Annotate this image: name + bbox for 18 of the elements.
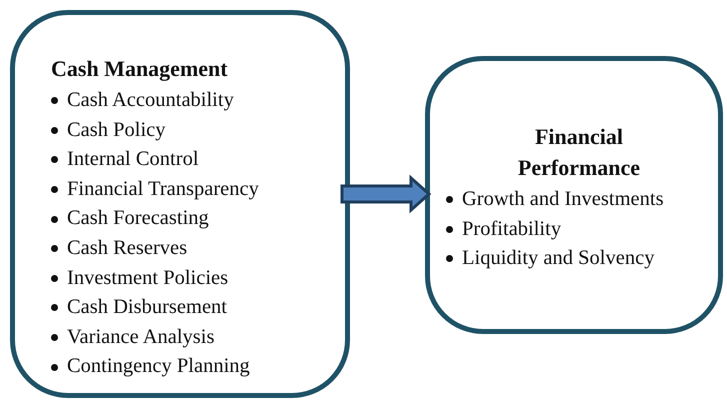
box-heading: Cash Management xyxy=(51,55,229,83)
box-heading: Financial Performance xyxy=(516,123,642,182)
list-item-text: Contingency Planning xyxy=(67,354,250,380)
list-item-text: Profitability xyxy=(462,216,562,242)
list-item-text: Cash Policy xyxy=(67,118,166,143)
list-item-text: Internal Control xyxy=(67,147,199,172)
block-arrow xyxy=(340,174,432,214)
list-item-text: Liquidity and Solvency xyxy=(462,246,654,272)
rounded-box xyxy=(425,56,723,334)
list-item-text: Cash Accountability xyxy=(67,88,234,113)
rounded-box xyxy=(10,10,350,398)
list-item-text: Financial Transparency xyxy=(67,176,259,202)
list-item-text: Growth and Investments xyxy=(462,187,664,212)
list-item-text: Cash Reserves xyxy=(67,236,188,261)
list-item-text: Investment Policies xyxy=(67,266,228,291)
list-item-text: Cash Forecasting xyxy=(67,206,209,232)
list-item-text: Cash Disbursement xyxy=(67,295,227,320)
list-item-text: Variance Analysis xyxy=(67,324,214,350)
